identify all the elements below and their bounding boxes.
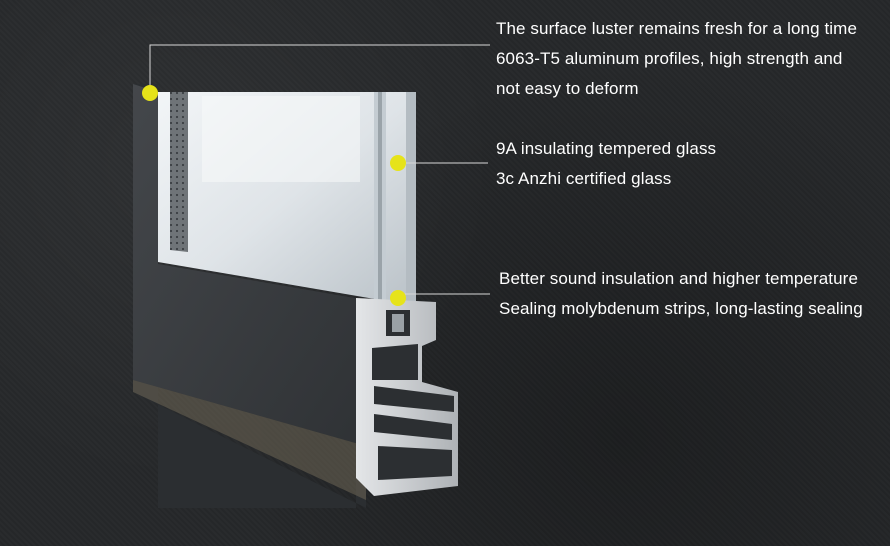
callout-line: 9A insulating tempered glass [496, 139, 717, 158]
callout-frame-text: The surface luster remains fresh for a l… [496, 14, 857, 104]
callout-line: not easy to deform [496, 79, 639, 98]
callout-line: 6063-T5 aluminum profiles, high strength… [496, 49, 843, 68]
leader-lines [149, 44, 490, 295]
marker-dot-seal [390, 290, 406, 306]
callout-line: Sealing molybdenum strips, long-lasting … [499, 299, 863, 318]
callout-line: The surface luster remains fresh for a l… [496, 19, 858, 38]
callout-glass-text: 9A insulating tempered glass 3c Anzhi ce… [496, 134, 716, 194]
marker-dot-glass [390, 155, 406, 171]
aluminum-profile-section [356, 298, 458, 496]
insulating-glass-pane [158, 92, 416, 306]
leader-line-frame [149, 44, 490, 93]
callout-line: Better sound insulation and higher tempe… [499, 269, 858, 288]
callout-seal-text: Better sound insulation and higher tempe… [499, 264, 863, 324]
window-frame [133, 84, 366, 508]
marker-dot-frame [142, 85, 158, 101]
callout-markers [142, 85, 406, 306]
callout-line: 3c Anzhi certified glass [496, 169, 672, 188]
